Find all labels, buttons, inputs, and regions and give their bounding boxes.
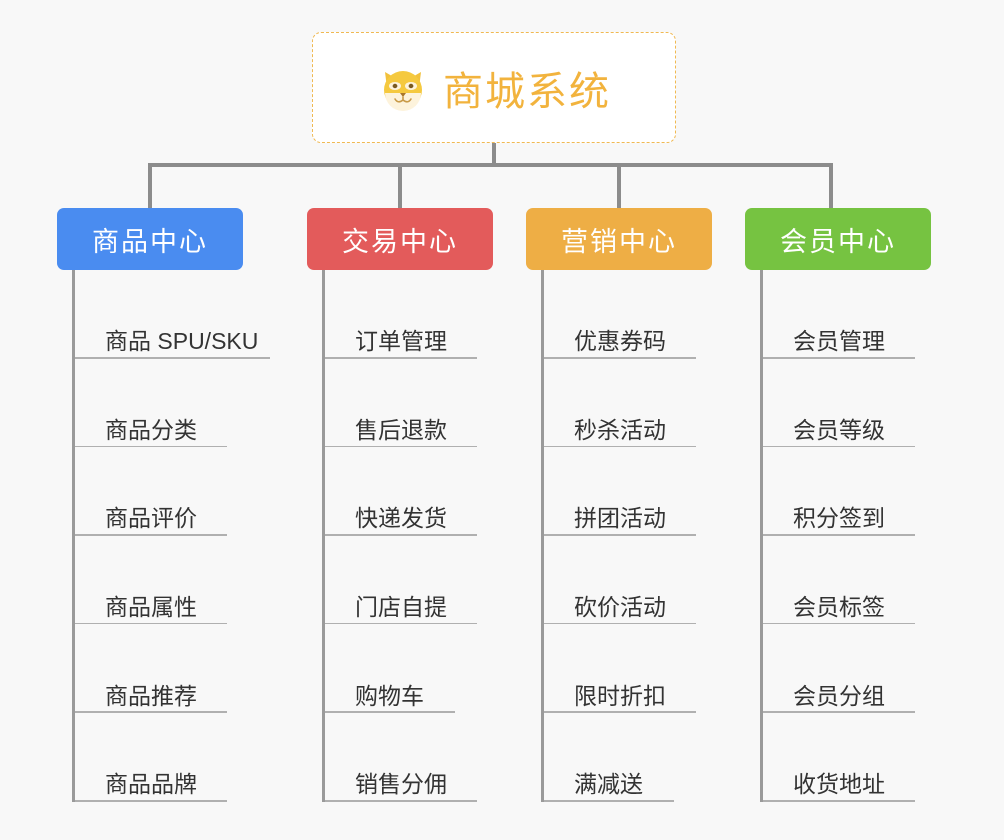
list-item[interactable]: 会员标签 (763, 536, 960, 625)
list-item-underline (75, 622, 227, 625)
list-item-label: 会员等级 (793, 416, 885, 443)
list-item[interactable]: 购物车 (325, 624, 522, 713)
column-items-3: 优惠券码秒杀活动拼团活动砍价活动限时折扣满减送 (541, 270, 741, 802)
list-item-underline (544, 711, 696, 713)
list-item-label: 砍价活动 (574, 594, 666, 621)
connector-branch-2 (398, 163, 402, 208)
root-node-shop-system[interactable]: 商城系统 (312, 32, 676, 143)
list-item-underline (325, 445, 477, 448)
list-item-label: 商品推荐 (105, 682, 197, 709)
category-box-2[interactable]: 交易中心 (307, 208, 493, 270)
list-item[interactable]: 优惠券码 (544, 270, 741, 359)
category-box-4[interactable]: 会员中心 (745, 208, 931, 270)
connector-horizontal-bus (148, 163, 833, 167)
list-item-underline (75, 711, 227, 713)
list-item-underline (75, 357, 270, 359)
list-item[interactable]: 积分签到 (763, 447, 960, 536)
list-item-label: 商品属性 (105, 594, 197, 621)
list-item-underline (763, 357, 915, 359)
list-item-label: 商品品牌 (105, 771, 197, 798)
list-item-label: 会员分组 (793, 682, 885, 709)
list-item-label: 销售分佣 (355, 771, 447, 798)
list-item-label: 快递发货 (355, 505, 447, 532)
category-box-3[interactable]: 营销中心 (526, 208, 712, 270)
list-item-label: 收货地址 (793, 771, 885, 798)
list-item-underline (75, 800, 227, 802)
list-item[interactable]: 会员管理 (763, 270, 960, 359)
list-item-label: 商品 SPU/SKU (105, 328, 259, 355)
list-item[interactable]: 销售分佣 (325, 713, 522, 802)
category-label-3: 营销中心 (561, 226, 677, 257)
list-item[interactable]: 商品推荐 (75, 624, 272, 713)
list-item[interactable]: 限时折扣 (544, 624, 741, 713)
list-item[interactable]: 砍价活动 (544, 536, 741, 625)
list-item-underline (544, 622, 696, 625)
list-item-label: 门店自提 (355, 594, 447, 621)
list-item-label: 售后退款 (355, 416, 447, 443)
list-item-underline (544, 800, 674, 802)
list-item-label: 优惠券码 (574, 328, 666, 355)
category-label-2: 交易中心 (342, 226, 458, 257)
column-items-1: 商品 SPU/SKU 商品分类商品评价商品属性商品推荐商品品牌 (72, 270, 272, 802)
column-items-4: 会员管理会员等级积分签到会员标签会员分组收货地址 (760, 270, 960, 802)
list-item-underline (75, 534, 227, 536)
connector-branch-1 (148, 163, 152, 208)
column-items-2: 订单管理售后退款快递发货门店自提购物车销售分佣 (322, 270, 522, 802)
connector-branch-3 (617, 163, 621, 208)
list-item-label: 订单管理 (355, 328, 447, 355)
list-item[interactable]: 秒杀活动 (544, 359, 741, 448)
list-item[interactable]: 拼团活动 (544, 447, 741, 536)
list-item[interactable]: 快递发货 (325, 447, 522, 536)
list-item[interactable]: 商品评价 (75, 447, 272, 536)
list-item-underline (763, 800, 915, 802)
list-item-label: 满减送 (574, 771, 643, 798)
list-item[interactable]: 订单管理 (325, 270, 522, 359)
list-item-underline (544, 534, 696, 536)
category-label-4: 会员中心 (780, 226, 896, 257)
list-item-label: 拼团活动 (574, 505, 666, 532)
list-item-underline (763, 622, 915, 625)
list-item-underline (325, 622, 477, 625)
shiba-dog-face-icon (377, 62, 429, 114)
list-item-label: 购物车 (355, 682, 424, 709)
list-item-underline (763, 711, 915, 713)
list-item[interactable]: 会员分组 (763, 624, 960, 713)
list-item-label: 秒杀活动 (574, 416, 666, 443)
list-item-label: 会员标签 (793, 594, 885, 621)
list-item-underline (544, 357, 696, 359)
list-item-underline (325, 534, 477, 536)
list-item[interactable]: 收货地址 (763, 713, 960, 802)
list-item-underline (325, 800, 477, 802)
list-item-underline (763, 445, 915, 448)
list-item[interactable]: 商品属性 (75, 536, 272, 625)
list-item-label: 商品分类 (105, 416, 197, 443)
category-box-1[interactable]: 商品中心 (57, 208, 243, 270)
list-item-underline (544, 445, 696, 448)
list-item-label: 会员管理 (793, 328, 885, 355)
list-item-underline (325, 711, 455, 713)
list-item-label: 商品评价 (105, 505, 197, 532)
list-item[interactable]: 售后退款 (325, 359, 522, 448)
list-item-label: 积分签到 (793, 505, 885, 532)
list-item-underline (763, 534, 915, 536)
list-item-underline (325, 357, 477, 359)
list-item-label: 限时折扣 (574, 682, 666, 709)
connector-branch-4 (829, 163, 833, 208)
list-item[interactable]: 满减送 (544, 713, 741, 802)
category-label-1: 商品中心 (92, 226, 208, 257)
list-item[interactable]: 会员等级 (763, 359, 960, 448)
root-node-title: 商城系统 (443, 69, 611, 114)
list-item[interactable]: 商品 SPU/SKU (75, 270, 272, 359)
list-item[interactable]: 商品品牌 (75, 713, 272, 802)
connector-root-vertical (492, 143, 496, 165)
list-item-underline (75, 445, 227, 448)
list-item[interactable]: 门店自提 (325, 536, 522, 625)
list-item[interactable]: 商品分类 (75, 359, 272, 448)
